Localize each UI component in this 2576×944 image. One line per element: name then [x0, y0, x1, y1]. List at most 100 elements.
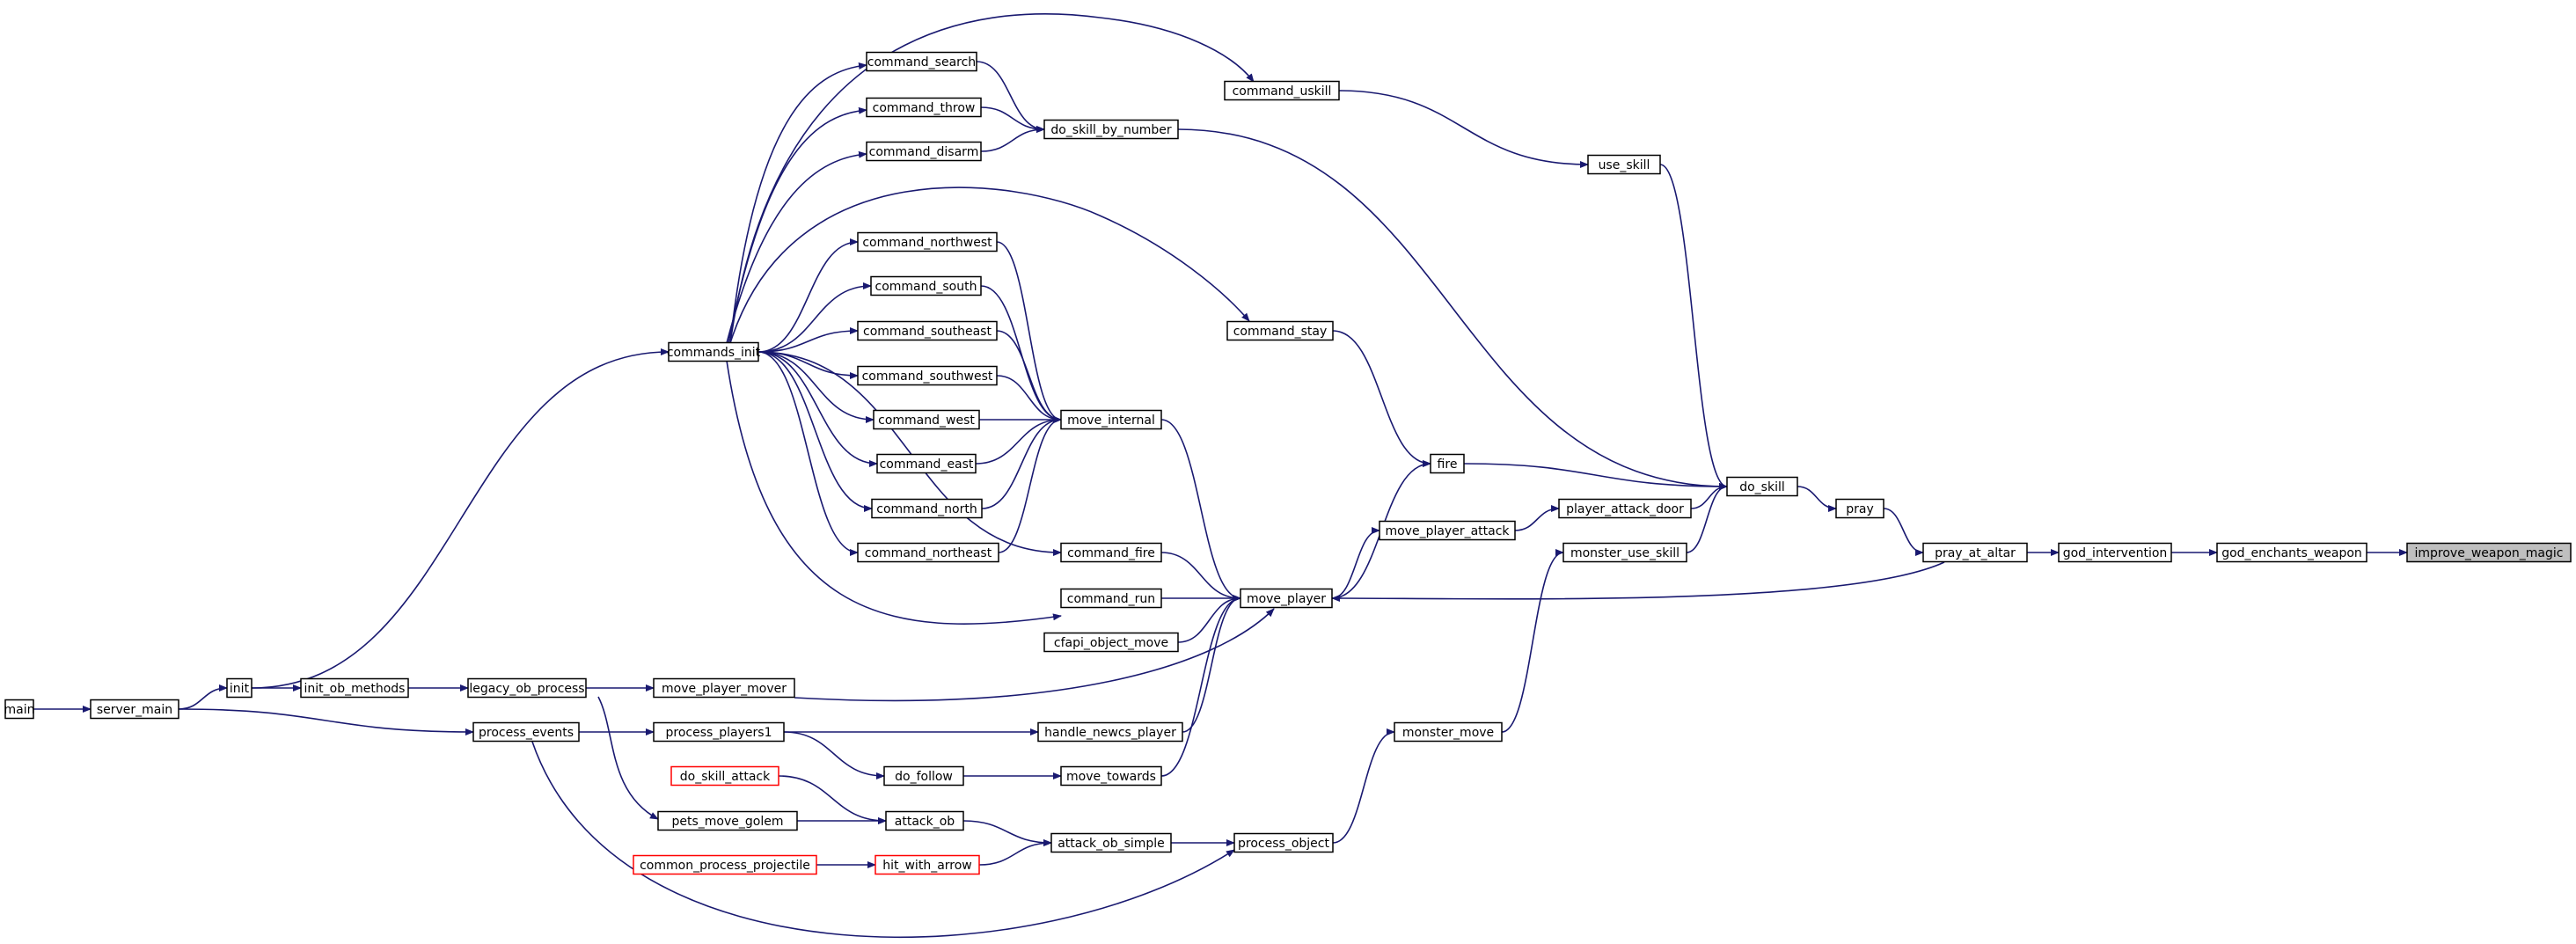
node-command_northeast[interactable]: command_northeast: [857, 542, 999, 563]
node-player_attack_door[interactable]: player_attack_door: [1558, 498, 1692, 519]
edge-commands_init-to-command_uskill: [729, 13, 1255, 344]
node-box: [1379, 520, 1516, 541]
node-do_skill[interactable]: do_skill: [1726, 476, 1798, 497]
node-command_fire[interactable]: command_fire: [1060, 542, 1162, 563]
node-label: move_internal: [1067, 413, 1155, 428]
node-box: [1060, 588, 1162, 609]
node-box: [876, 453, 977, 474]
node-label: process_object: [1238, 837, 1329, 851]
edge-process_object-to-monster_move: [1332, 728, 1395, 844]
node-command_run[interactable]: command_run: [1060, 588, 1162, 609]
edge-fire-to-do_skill: [1463, 463, 1728, 490]
node-move_player[interactable]: move_player: [1240, 588, 1333, 609]
node-process_object[interactable]: process_object: [1233, 832, 1334, 853]
node-fire[interactable]: fire: [1430, 453, 1465, 474]
node-command_southwest[interactable]: command_southwest: [857, 365, 998, 386]
node-init[interactable]: init: [226, 677, 252, 699]
node-box: [1224, 80, 1340, 101]
node-pray[interactable]: pray: [1835, 498, 1884, 519]
node-commands_init[interactable]: commands_init: [667, 341, 761, 362]
node-label: command_southwest: [862, 370, 993, 384]
node-box: [653, 677, 795, 699]
node-box: [857, 231, 998, 252]
node-command_search[interactable]: command_search: [866, 51, 977, 72]
node-common_process_projectile[interactable]: common_process_projectile: [633, 854, 817, 875]
node-god_enchants_weapon[interactable]: god_enchants_weapon: [2216, 542, 2367, 563]
node-label: command_west: [878, 413, 975, 428]
node-command_southeast[interactable]: command_southeast: [857, 320, 998, 341]
node-box: [870, 275, 982, 296]
node-box: [1233, 832, 1334, 853]
node-box: [653, 721, 785, 743]
node-label: command_north: [876, 502, 977, 516]
node-monster_move[interactable]: monster_move: [1394, 721, 1503, 743]
node-command_west[interactable]: command_west: [873, 409, 980, 430]
node-box: [1922, 542, 2028, 563]
node-cfapi_object_move[interactable]: cfapi_object_move: [1043, 632, 1179, 653]
node-do_skill_by_number[interactable]: do_skill_by_number: [1043, 119, 1179, 140]
node-attack_ob[interactable]: attack_ob: [885, 810, 964, 831]
node-box: [2058, 542, 2172, 563]
node-move_towards[interactable]: move_towards: [1060, 765, 1162, 787]
edge-commands_init-to-command_southeast: [757, 327, 859, 353]
node-hit_with_arrow[interactable]: hit_with_arrow: [875, 854, 980, 875]
node-pray_at_altar[interactable]: pray_at_altar: [1922, 542, 2028, 563]
edge-cfapi_object_move-to-move_player: [1177, 595, 1241, 643]
node-box: [883, 765, 964, 787]
node-label: attack_ob: [895, 815, 955, 829]
edge-do_skill_by_number-to-do_skill: [1177, 128, 1728, 490]
node-label: command_uskill: [1233, 84, 1332, 99]
node-box: [1558, 498, 1692, 519]
node-label: process_events: [479, 726, 574, 740]
node-process_players1[interactable]: process_players1: [653, 721, 785, 743]
node-monster_use_skill[interactable]: monster_use_skill: [1562, 542, 1687, 563]
node-process_events[interactable]: process_events: [472, 721, 580, 743]
node-box: [1430, 453, 1465, 474]
node-attack_ob_simple[interactable]: attack_ob_simple: [1050, 832, 1172, 853]
node-box: [857, 365, 998, 386]
node-label: command_east: [880, 457, 974, 472]
node-command_stay[interactable]: command_stay: [1226, 320, 1334, 341]
node-init_ob_methods[interactable]: init_ob_methods: [300, 677, 409, 699]
node-label: pray_at_altar: [1935, 546, 2016, 560]
node-command_east[interactable]: command_east: [876, 453, 977, 474]
node-command_northwest[interactable]: command_northwest: [857, 231, 998, 252]
node-label: pray: [1846, 502, 1874, 516]
node-box: [668, 341, 759, 362]
node-move_player_mover[interactable]: move_player_mover: [653, 677, 795, 699]
node-box: [1050, 832, 1172, 853]
edge-command_throw-to-do_skill_by_number: [980, 106, 1045, 133]
edge-process_players1-to-do_follow: [783, 731, 885, 779]
node-pets_move_golem[interactable]: pets_move_golem: [657, 810, 798, 831]
edge-move_player-to-move_player_attack: [1331, 527, 1380, 599]
node-move_internal[interactable]: move_internal: [1060, 409, 1162, 430]
node-command_south[interactable]: command_south: [870, 275, 982, 296]
node-label: cfapi_object_move: [1054, 636, 1168, 650]
edge-command_northeast-to-move_internal: [998, 416, 1062, 553]
node-god_intervention[interactable]: god_intervention: [2058, 542, 2172, 563]
node-do_skill_attack[interactable]: do_skill_attack: [670, 765, 779, 787]
edge-process_events-to-process_object: [531, 741, 1235, 939]
node-legacy_ob_process[interactable]: legacy_ob_process: [467, 677, 587, 699]
node-label: do_skill: [1739, 480, 1785, 494]
edge-command_southeast-to-move_internal: [996, 330, 1062, 423]
node-command_throw[interactable]: command_throw: [866, 97, 982, 118]
node-command_uskill[interactable]: command_uskill: [1224, 80, 1340, 101]
edge-monster_move-to-monster_use_skill: [1501, 549, 1564, 733]
node-move_player_attack[interactable]: move_player_attack: [1379, 520, 1516, 541]
node-label: monster_move: [1402, 726, 1494, 740]
node-improve_weapon_magic[interactable]: improve_weapon_magic: [2406, 542, 2572, 563]
node-server_main[interactable]: server_main: [90, 699, 179, 720]
node-command_disarm[interactable]: command_disarm: [866, 141, 982, 162]
node-handle_newcs_player[interactable]: handle_newcs_player: [1037, 721, 1183, 743]
edge-command_stay-to-fire: [1332, 330, 1431, 467]
edge-command_north-to-move_internal: [981, 416, 1062, 509]
node-box: [1060, 542, 1162, 563]
node-label: command_fire: [1067, 546, 1155, 560]
node-use_skill[interactable]: use_skill: [1587, 154, 1661, 175]
node-box: [866, 141, 982, 162]
node-main[interactable]: main: [4, 699, 35, 720]
node-command_north[interactable]: command_north: [871, 498, 983, 519]
node-box: [633, 854, 817, 875]
node-do_follow[interactable]: do_follow: [883, 765, 964, 787]
